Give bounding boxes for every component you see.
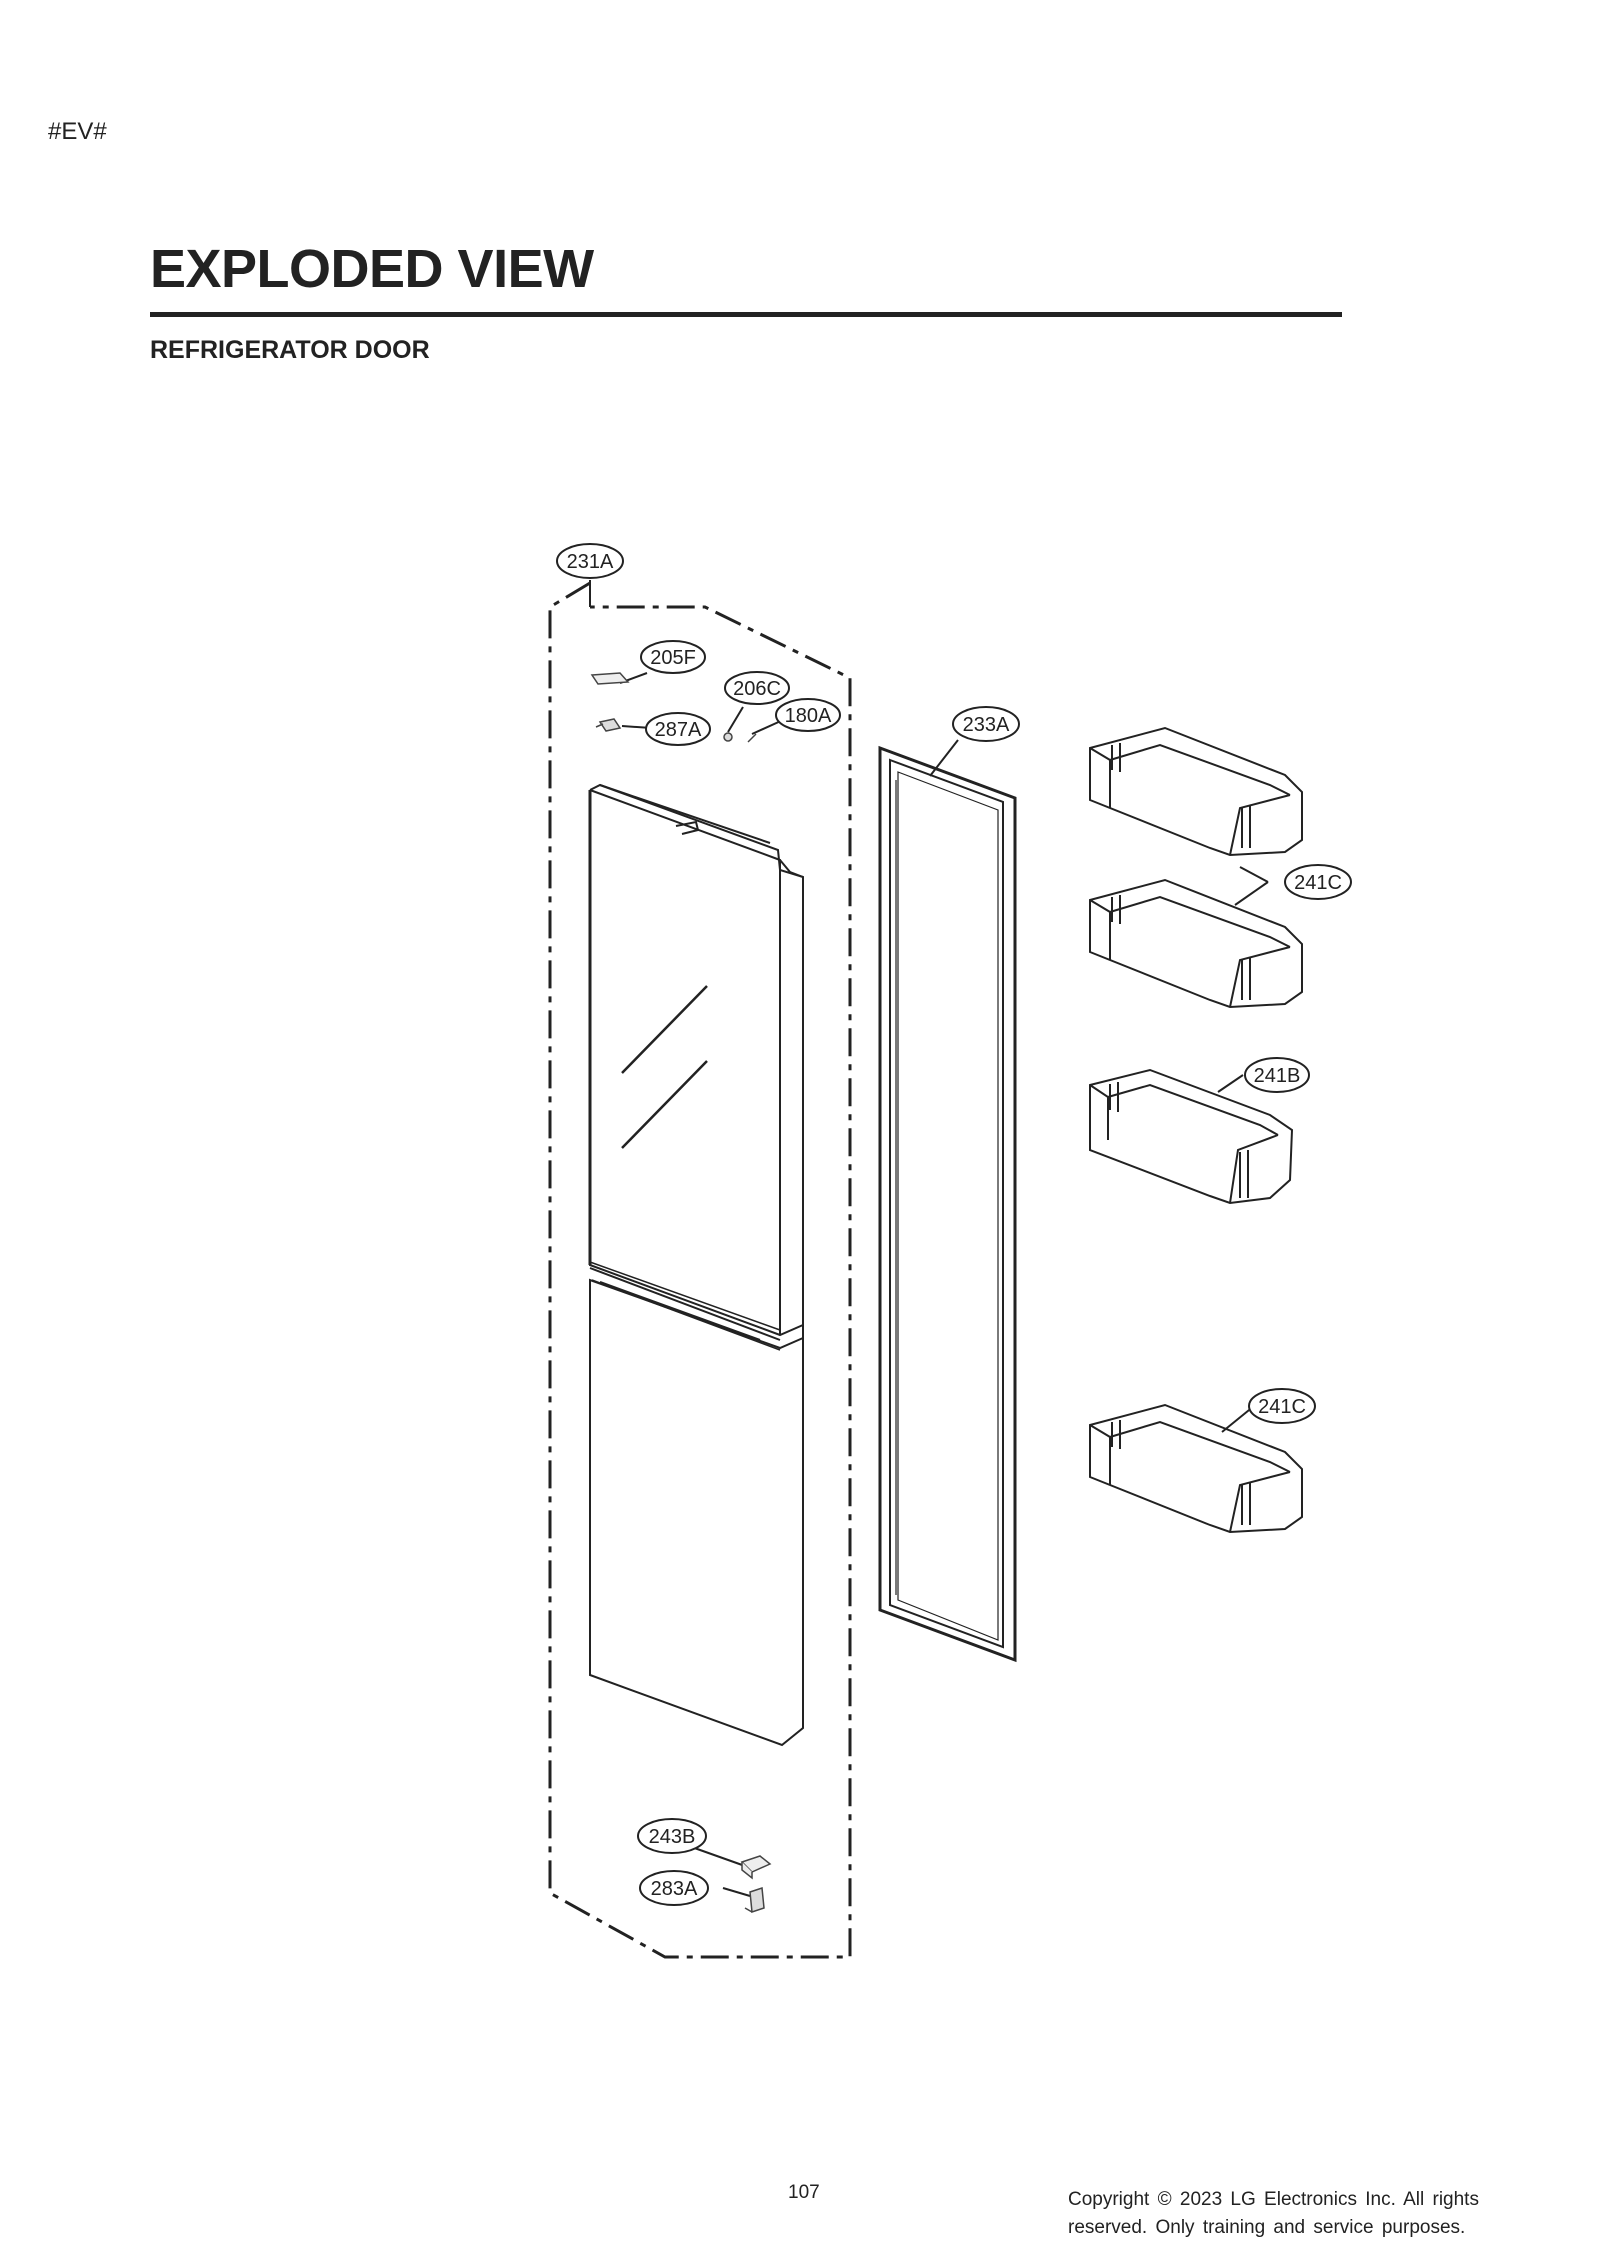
callout-231A: 231A [556, 543, 624, 579]
svg-text:283A: 283A [651, 1878, 698, 1900]
svg-text:241C: 241C [1294, 872, 1342, 894]
svg-text:287A: 287A [655, 719, 702, 741]
svg-text:241B: 241B [1254, 1065, 1301, 1087]
svg-text:180A: 180A [785, 705, 832, 727]
screw-parts [723, 732, 757, 743]
page-subtitle: REFRIGERATOR DOOR [150, 336, 430, 364]
svg-text:241C: 241C [1258, 1396, 1306, 1418]
lower-hinge-part [740, 1855, 772, 1880]
callout-233A: 233A [952, 706, 1020, 742]
door-bin-lower [1089, 1403, 1303, 1534]
section-tag: #EV# [48, 118, 107, 145]
svg-text:233A: 233A [963, 714, 1010, 736]
page-title: EXPLODED VIEW [150, 239, 594, 299]
callout-287A: 287A [645, 712, 711, 746]
door-cap-part [590, 672, 630, 685]
svg-text:243B: 243B [649, 1826, 696, 1848]
title-divider [150, 312, 1342, 317]
callout-180A: 180A [775, 698, 841, 732]
leader-lines [589, 580, 1269, 1897]
svg-text:205F: 205F [650, 647, 696, 669]
door-bin-middle [1089, 878, 1303, 1009]
copyright-notice: Copyright © 2023 LG Electronics Inc. All… [1068, 2189, 1479, 2238]
assembly-boundary [548, 581, 852, 1959]
door-gasket [878, 745, 1017, 1663]
callout-283A: 283A [639, 1870, 709, 1906]
hinge-bracket-part [595, 718, 622, 732]
callout-205F: 205F [640, 640, 706, 674]
door-bin-shallow [1089, 1068, 1294, 1205]
page-number: 107 [788, 2182, 820, 2203]
hinge-pin-part [744, 1886, 765, 1914]
svg-text:206C: 206C [733, 678, 781, 700]
door-bin-upper [1089, 726, 1303, 857]
callout-206C: 206C [724, 671, 790, 705]
callout-241C-bottom: 241C [1248, 1388, 1316, 1424]
callout-243B: 243B [637, 1818, 707, 1854]
door-panel [588, 783, 804, 1747]
callout-241C-top: 241C [1284, 864, 1352, 900]
callout-241B: 241B [1244, 1057, 1310, 1093]
svg-text:231A: 231A [567, 551, 614, 573]
